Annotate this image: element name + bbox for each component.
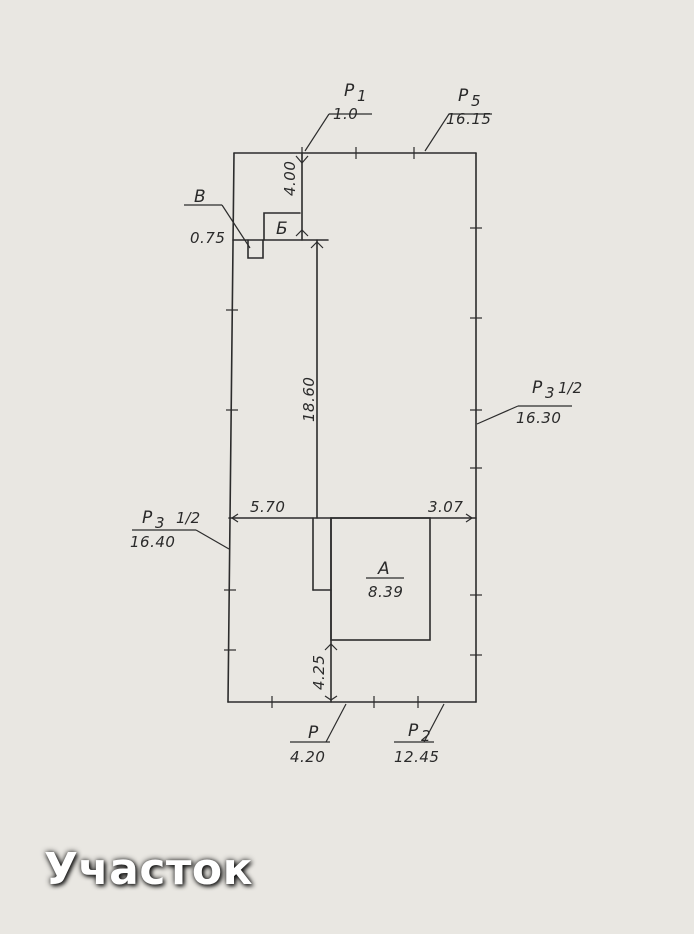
label-p1: P bbox=[344, 81, 355, 101]
building-v bbox=[247, 239, 264, 259]
label-p3-left-frac: 1/2 bbox=[176, 509, 200, 527]
dim-5-70: 5.70 bbox=[250, 498, 285, 516]
label-p1-value: 1.0 bbox=[333, 105, 358, 123]
label-p5-value: 16.15 bbox=[446, 110, 491, 128]
label-b: Б bbox=[276, 219, 288, 239]
label-p1-sub: 1 bbox=[357, 87, 367, 105]
label-p2-sub: 2 bbox=[421, 727, 431, 745]
inner-lines bbox=[228, 152, 477, 703]
building-b bbox=[263, 212, 301, 241]
dim-4-00: 4.00 bbox=[281, 161, 299, 196]
label-p-value: 4.20 bbox=[290, 748, 325, 766]
label-p5: P bbox=[458, 86, 469, 106]
building-a bbox=[330, 517, 431, 641]
label-p3-right: P bbox=[532, 378, 543, 398]
label-a-value: 8.39 bbox=[368, 583, 403, 601]
label-p3-right-frac: 1/2 bbox=[558, 379, 582, 397]
dim-4-25: 4.25 bbox=[310, 655, 328, 690]
label-v: В bbox=[194, 187, 206, 207]
label-p2-value: 12.45 bbox=[394, 748, 439, 766]
dim-3-07: 3.07 bbox=[428, 498, 463, 516]
label-p5-sub: 5 bbox=[471, 92, 481, 110]
dim-18-60: 18.60 bbox=[300, 377, 318, 422]
label-p3-right-value: 16.30 bbox=[516, 409, 561, 427]
label-p3-left-value: 16.40 bbox=[130, 533, 175, 551]
label-p: P bbox=[308, 723, 319, 743]
label-a: А bbox=[377, 559, 390, 579]
dimension-marks bbox=[230, 155, 474, 701]
plan-labels: P 1 1.0 P 5 16.15 В 0.75 Б 4.00 18.60 P … bbox=[130, 81, 582, 766]
label-p3-right-sub: 3 bbox=[545, 384, 555, 402]
leader-lines bbox=[132, 113, 572, 743]
label-p3-left: P bbox=[142, 508, 153, 528]
boundary-ticks bbox=[224, 147, 482, 708]
label-p2: P bbox=[408, 721, 419, 741]
label-p3-left-sub: 3 bbox=[155, 514, 165, 532]
caption-title: Участок bbox=[44, 844, 253, 895]
label-v-value: 0.75 bbox=[190, 229, 225, 247]
plot-boundary bbox=[227, 152, 477, 703]
